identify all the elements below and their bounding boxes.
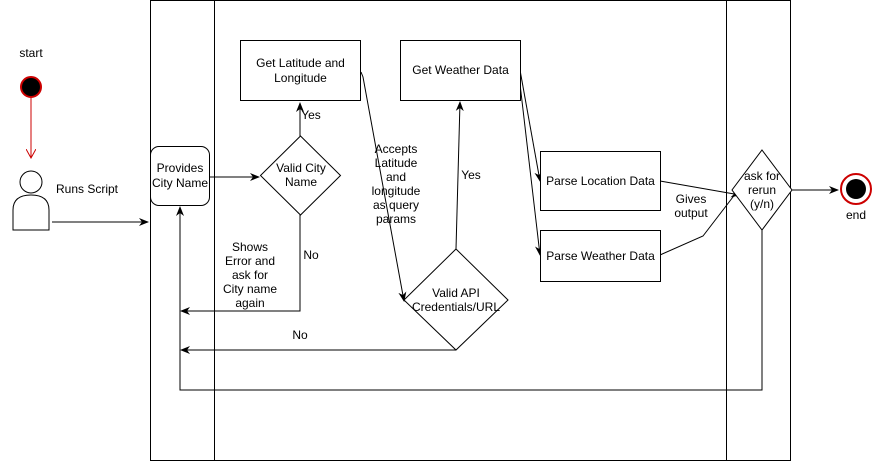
valid-api-label: Valid API Credentials/URL — [411, 286, 501, 314]
ask-rerun-label: ask for rerun (y/n) — [743, 169, 780, 211]
parse-weather-label: Parse Weather Data — [546, 248, 655, 263]
runs-script-label: Runs Script — [55, 182, 119, 196]
end-label: end — [845, 208, 867, 222]
shows-error-label: Shows Error and ask for City name again — [222, 240, 278, 310]
provides-city-box: Provides City Name — [150, 146, 210, 206]
no-api-label: No — [292, 328, 308, 342]
get-lat-long-label: Get Latitude and Longitude — [256, 55, 345, 85]
end-node-inner — [846, 179, 866, 199]
yes-city-label: Yes — [301, 108, 321, 122]
no-city-label: No — [303, 248, 319, 262]
start-node — [20, 76, 42, 98]
get-weather-box: Get Weather Data — [400, 40, 521, 101]
get-lat-long-box: Get Latitude and Longitude — [240, 40, 361, 101]
parse-location-box: Parse Location Data — [540, 151, 661, 211]
start-label: start — [19, 46, 43, 60]
get-weather-label: Get Weather Data — [412, 63, 509, 77]
gives-output-label: Gives output — [674, 192, 708, 220]
provides-city-label: Provides City Name — [151, 161, 208, 190]
yes-api-label: Yes — [461, 168, 481, 182]
parse-weather-box: Parse Weather Data — [540, 230, 661, 282]
valid-city-label: Valid City Name — [276, 161, 326, 189]
accepts-label: Accepts Latitude and longitude as query … — [371, 142, 421, 226]
user-actor-icon — [12, 170, 50, 231]
parse-location-label: Parse Location Data — [546, 173, 655, 188]
